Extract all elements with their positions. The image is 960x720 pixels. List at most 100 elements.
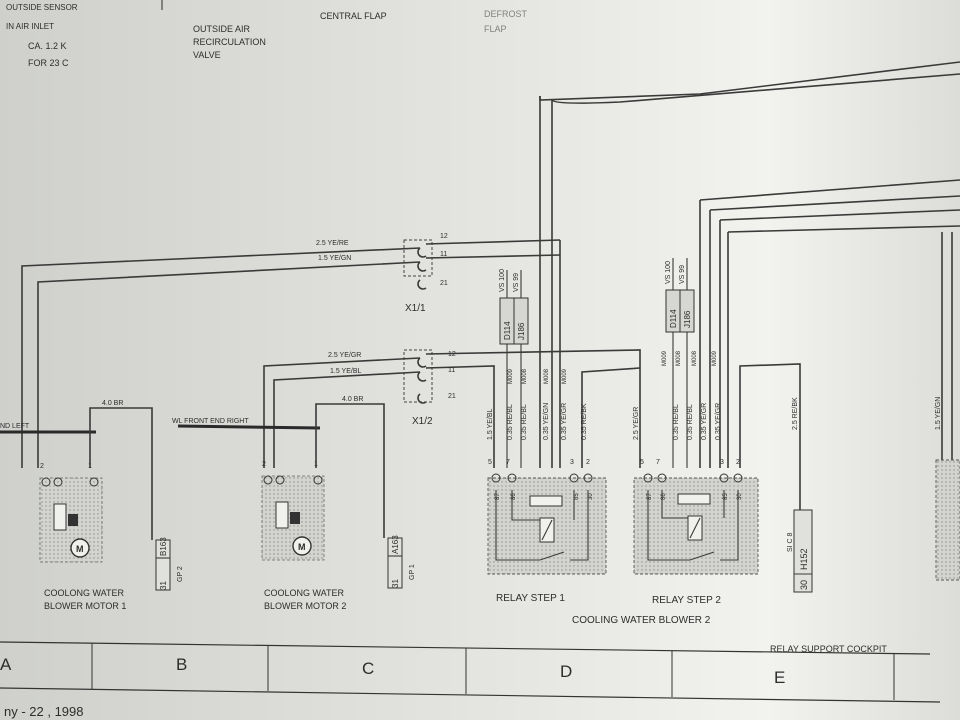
r2-vs99: VS 99 [679, 265, 686, 284]
wire-4-0-br-right [315, 403, 385, 538]
relay1-terminal-7: 7 [506, 459, 510, 466]
relay2-terminal-2: 2 [736, 459, 740, 466]
outside-sensor-label-1: OUTSIDE SENSOR [6, 3, 78, 12]
x1-2-pin-12: 12 [448, 351, 456, 358]
x1-2-label: X1/2 [412, 416, 433, 427]
wire-relay-link [581, 367, 641, 468]
relay2-inner-30: 30 [737, 493, 743, 500]
x1-1-pin-12: 12 [440, 233, 448, 240]
footer-date: ny - 22 , 1998 [4, 704, 84, 719]
r1-w5: 1.5 YE/BL [487, 408, 494, 440]
r2-vs100: VS 100 [665, 261, 672, 284]
recirc-valve-label-2: RECIRCULATION [193, 37, 266, 47]
r1-w10: 0.35 YE/GR [561, 403, 568, 440]
recirc-valve-label-3: VALVE [193, 50, 221, 60]
r1-m009: M009 [508, 368, 514, 384]
motor2-terminal-2: 2 [262, 461, 266, 468]
relay2-inner-85: 85 [723, 493, 729, 500]
grid-top-line [0, 641, 931, 655]
front-left-label: ND LEFT [0, 423, 30, 430]
fuse-h152 [793, 509, 813, 593]
r2-m008-b: M008 [692, 350, 698, 366]
relay2-terminal-3: 3 [720, 459, 724, 466]
front-right-label: WL FRONT END RIGHT [172, 418, 249, 425]
wire-label-top2: 1.5 YE/GN [318, 255, 351, 262]
r1-vs99: VS 99 [513, 273, 520, 292]
relay2-signal-block [665, 258, 695, 468]
wire-right-1 [699, 179, 960, 201]
r1-vs100: VS 100 [499, 269, 506, 292]
relay2-terminal-5: 5 [640, 459, 644, 466]
defrost-flap-label-1: DEFROST [484, 9, 528, 19]
relay1-terminal-3: 3 [570, 459, 574, 466]
fuse-code: H152 [799, 548, 809, 570]
r1-m008: M008 [522, 368, 528, 384]
r1-w9: 0.35 YE/GN [543, 403, 550, 440]
wire-2-5-re-bk [739, 363, 801, 510]
motor2-terminal-1: 1 [314, 461, 318, 468]
wire-right-4 [727, 225, 960, 233]
r1-code-d114: D114 [503, 321, 512, 340]
r2-w10: 0.35 YE/GR [715, 403, 722, 440]
motor1-terminal-1: 1 [88, 463, 92, 470]
grid-col-c: C [362, 659, 374, 678]
grid-col-d: D [560, 662, 572, 681]
sensor-spec-2: FOR 23 C [28, 58, 69, 68]
ground-a163-code: A163 [391, 535, 400, 554]
r2-w5: 2.5 YE/GR [633, 407, 640, 440]
connector-x1-2 [403, 349, 641, 468]
wire-label-mid1: 2.5 YE/GR [328, 352, 361, 359]
wire-2-5-ye-re [21, 247, 421, 468]
connector-x1-1 [403, 239, 561, 290]
sensor-spec-1: CA. 1.2 K [28, 41, 67, 51]
relay1-signal-block [499, 270, 529, 468]
right-edge-wire-label: 1.5 YE/GN [935, 397, 942, 430]
svg-text:M: M [298, 542, 306, 552]
grid-bottom-line [0, 687, 941, 703]
outside-sensor-label-2: IN AIR INLET [6, 22, 54, 31]
wire-top-right-2 [551, 73, 960, 104]
blower-group-label: COOLING WATER BLOWER 2 [572, 615, 711, 626]
r2-m009: M009 [662, 350, 668, 366]
motor1-label-1: COOLONG WATER [44, 588, 125, 598]
grid-col-a: A [0, 655, 12, 674]
x1-1-pin-11: 11 [440, 251, 447, 258]
wire-label-mid2: 1.5 YE/BL [330, 368, 362, 375]
r2-m009-b: M009 [712, 350, 718, 366]
ground-b163-31: 31 [159, 581, 168, 590]
relay1-inner-87: 87 [495, 493, 501, 500]
grid-col-e: E [774, 668, 785, 687]
fuse-30: 30 [799, 580, 809, 590]
ground-a163-31: 31 [391, 579, 400, 588]
ground-b163-gp: GP 2 [177, 566, 184, 582]
ground-a163 [387, 537, 403, 589]
svg-text:M: M [76, 544, 84, 554]
ground-b163-code: B163 [159, 537, 168, 556]
right-edge-component [935, 459, 960, 581]
relay2-label: RELAY STEP 2 [652, 595, 721, 606]
r2-code-d114: D114 [669, 309, 678, 328]
wire-re-bk-label: 2.5 RE/BK [792, 397, 799, 430]
front-right-bar [177, 424, 321, 430]
grid-col-b: B [176, 655, 187, 674]
x1-2-pin-11: 11 [448, 367, 455, 374]
relay-support-label: RELAY SUPPORT COCKPIT [770, 644, 887, 654]
motor2-label-1: COOLONG WATER [264, 588, 345, 598]
r2-w8: 0.35 RE/BL [687, 404, 694, 440]
br-right-label: 4.0 BR [342, 396, 363, 403]
r1-w8: 0.35 RE/BL [521, 404, 528, 440]
r1-code-j186: J186 [517, 322, 526, 340]
relay1-inner-30: 30 [588, 493, 594, 500]
r2-w9: 0.35 YE/GR [701, 403, 708, 440]
relay1-inner-85: 85 [574, 493, 580, 500]
wire-label-top1: 2.5 YE/RE [316, 240, 349, 247]
wire-top-right-1 [539, 61, 960, 101]
x1-1-pin-21: 21 [440, 280, 448, 287]
relay1-terminal-2: 2 [586, 459, 590, 466]
r1-w7: 0.35 RE/BL [507, 404, 514, 440]
relay1-inner-86: 86 [511, 493, 517, 500]
motor1-label-2: BLOWER MOTOR 1 [44, 601, 126, 611]
